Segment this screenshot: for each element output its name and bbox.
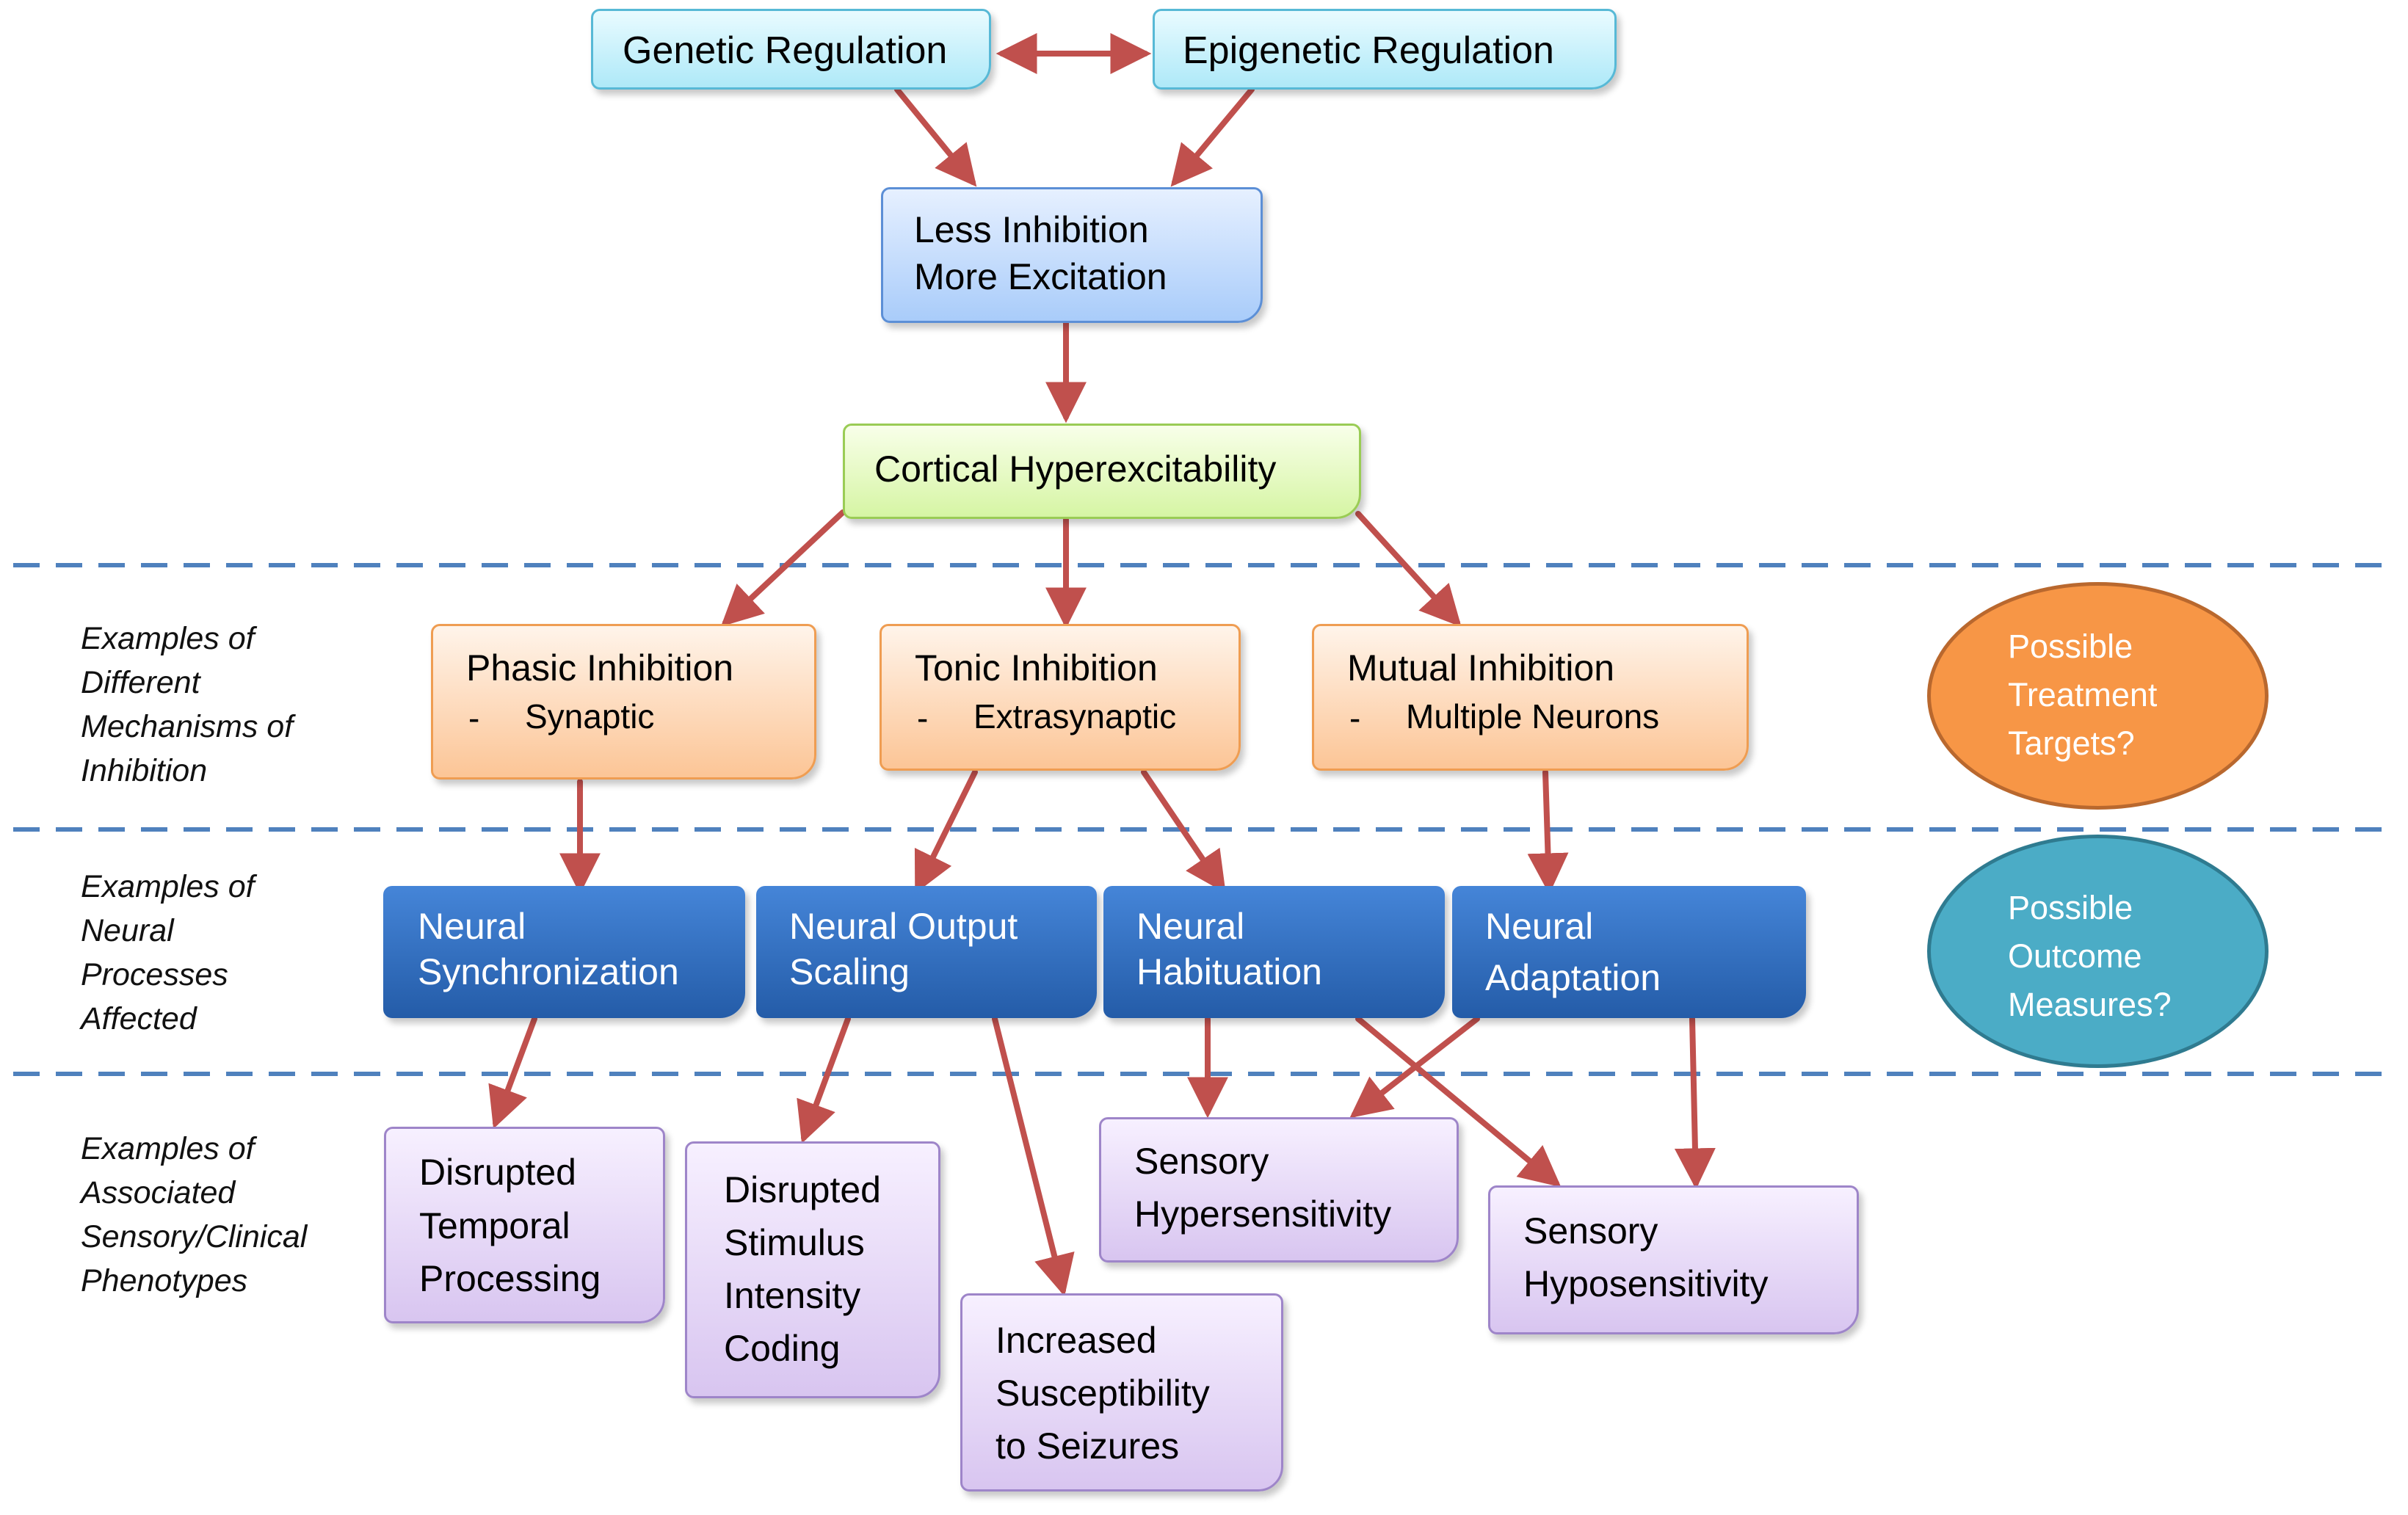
cortical-hyperexcitability-label: Cortical Hyperexcitability bbox=[874, 448, 1277, 490]
row-label-processes: Examples of Neural Processes Affected bbox=[81, 869, 255, 1036]
hypo-line1: Sensory bbox=[1523, 1210, 1658, 1251]
phasic-inhibition-detail: Synaptic bbox=[525, 697, 655, 735]
less-inhibition-box: Less Inhibition More Excitation bbox=[881, 187, 1263, 323]
intensity-line2: Stimulus bbox=[724, 1222, 865, 1263]
phasic-inhibition-title: Phasic Inhibition bbox=[466, 647, 734, 689]
neural-adaptation-line1: Neural bbox=[1485, 906, 1594, 947]
neural-output-scaling-line2: Scaling bbox=[789, 951, 910, 992]
neural-habituation-box: Neural Habituation bbox=[1103, 886, 1445, 1018]
arrow-cortical-to-phasic bbox=[720, 509, 846, 627]
treatment-oval-text: Possible Treatment Targets? bbox=[2008, 628, 2158, 762]
neural-synchronization-line2: Synchronization bbox=[418, 951, 679, 992]
intensity-line1: Disrupted bbox=[724, 1169, 881, 1210]
neural-habituation-line2: Habituation bbox=[1136, 951, 1322, 992]
seizures-line2: Susceptibility bbox=[996, 1373, 1210, 1414]
sensory-hypersensitivity-box: Sensory Hypersensitivity bbox=[1099, 1117, 1459, 1262]
arrow-habituation-to-hyposensitivity bbox=[1355, 1016, 1562, 1188]
arrow-output-scaling-to-seizures bbox=[992, 1016, 1075, 1297]
neural-adaptation-box: Neural Adaptation bbox=[1452, 886, 1806, 1018]
arrow-synchronization-to-temporal bbox=[488, 1016, 537, 1129]
arrow-mutual-to-adaptation bbox=[1527, 769, 1569, 895]
phasic-inhibition-box: Phasic Inhibition - Synaptic bbox=[431, 624, 816, 780]
neural-adaptation-line2: Adaptation bbox=[1485, 957, 1661, 998]
hyper-line2: Hypersensitivity bbox=[1134, 1194, 1392, 1235]
arrow-cortical-to-mutual bbox=[1355, 511, 1462, 628]
cortical-hyperexcitability-box: Cortical Hyperexcitability bbox=[843, 424, 1361, 519]
less-inhibition-line2: More Excitation bbox=[914, 256, 1167, 297]
seizures-line3: to Seizures bbox=[996, 1425, 1180, 1467]
temporal-line2: Temporal bbox=[419, 1205, 570, 1246]
temporal-line3: Processing bbox=[419, 1258, 601, 1299]
neural-output-scaling-line1: Neural Output bbox=[789, 906, 1018, 947]
mutual-inhibition-title: Mutual Inhibition bbox=[1347, 647, 1615, 689]
intensity-line3: Intensity bbox=[724, 1275, 861, 1316]
hyper-line1: Sensory bbox=[1134, 1141, 1269, 1182]
genetic-regulation-label: Genetic Regulation bbox=[623, 29, 948, 72]
tonic-inhibition-detail: Extrasynaptic bbox=[973, 697, 1177, 735]
disrupted-stimulus-intensity-coding-box: Disrupted Stimulus Intensity Coding bbox=[685, 1141, 940, 1398]
mutual-inhibition-dash: - bbox=[1349, 699, 1361, 737]
possible-outcome-measures-oval: Possible Outcome Measures? bbox=[1927, 835, 2269, 1068]
disrupted-temporal-processing-box: Disrupted Temporal Processing bbox=[384, 1127, 665, 1323]
tonic-inhibition-box: Tonic Inhibition - Extrasynaptic bbox=[880, 624, 1241, 771]
arrow-adaptation-to-hypersensitivity bbox=[1349, 1016, 1480, 1119]
epigenetic-regulation-box: Epigenetic Regulation bbox=[1153, 9, 1617, 90]
arrow-adaptation-to-hyposensitivity bbox=[1674, 1016, 1716, 1190]
neural-synchronization-box: Neural Synchronization bbox=[383, 886, 745, 1018]
arrow-tonic-to-habituation bbox=[1141, 769, 1226, 893]
mutual-inhibition-box: Mutual Inhibition - Multiple Neurons bbox=[1312, 624, 1749, 771]
tonic-inhibition-dash: - bbox=[917, 699, 929, 737]
intensity-line4: Coding bbox=[724, 1328, 841, 1369]
outcome-oval-text: Possible Outcome Measures? bbox=[2008, 889, 2172, 1023]
row-label-phenotypes: Examples of Associated Sensory/Clinical … bbox=[81, 1131, 308, 1298]
seizures-line1: Increased bbox=[996, 1320, 1157, 1361]
genetic-regulation-box: Genetic Regulation bbox=[591, 9, 991, 90]
neural-habituation-line1: Neural bbox=[1136, 906, 1245, 947]
epigenetic-regulation-label: Epigenetic Regulation bbox=[1183, 29, 1554, 72]
neural-synchronization-line1: Neural bbox=[418, 906, 526, 947]
sensory-hyposensitivity-box: Sensory Hyposensitivity bbox=[1488, 1185, 1859, 1334]
neural-output-scaling-box: Neural Output Scaling bbox=[756, 886, 1097, 1018]
temporal-line1: Disrupted bbox=[419, 1152, 576, 1193]
row-label-mechanisms: Examples of Different Mechanisms of Inhi… bbox=[81, 621, 294, 788]
arrow-output-scaling-to-intensity bbox=[797, 1016, 851, 1144]
possible-treatment-targets-oval: Possible Treatment Targets? bbox=[1927, 582, 2269, 810]
hypo-line2: Hyposensitivity bbox=[1523, 1263, 1769, 1304]
arrow-genetic-to-less-inhibition bbox=[894, 87, 977, 187]
less-inhibition-line1: Less Inhibition bbox=[914, 209, 1149, 250]
phasic-inhibition-dash: - bbox=[468, 699, 480, 737]
arrow-tonic-to-output-scaling bbox=[914, 769, 978, 894]
arrow-epigenetic-to-less-inhibition bbox=[1170, 87, 1255, 187]
tonic-inhibition-title: Tonic Inhibition bbox=[915, 647, 1158, 689]
increased-susceptibility-to-seizures-box: Increased Susceptibility to Seizures bbox=[960, 1293, 1283, 1492]
mutual-inhibition-detail: Multiple Neurons bbox=[1406, 697, 1660, 735]
